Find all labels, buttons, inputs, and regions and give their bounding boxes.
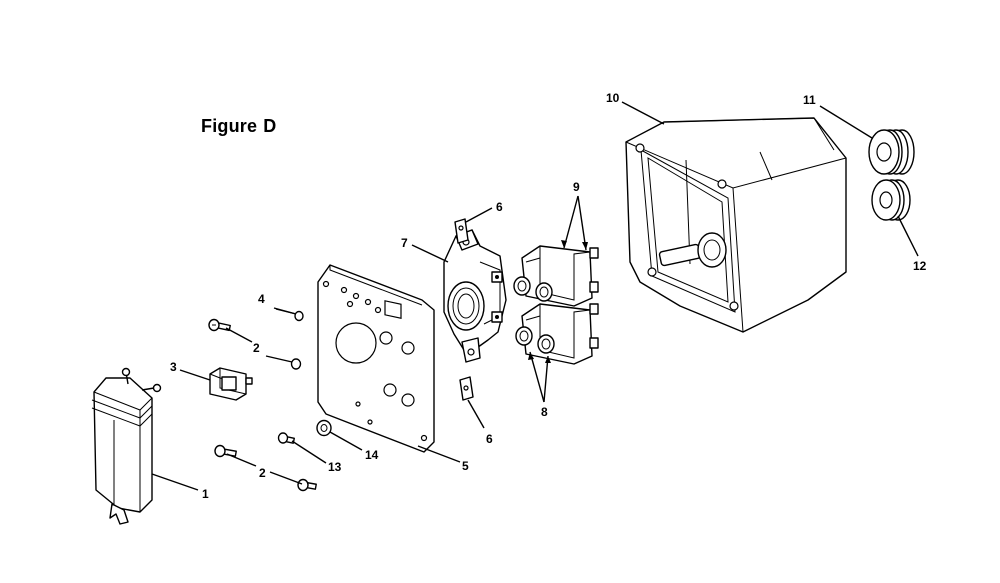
part-11-grommet — [868, 129, 915, 175]
callout-5: 5 — [462, 459, 469, 473]
part-6-tab-top — [454, 218, 469, 244]
part-9-switch-upper — [513, 245, 599, 307]
callout-2-lower: 2 — [259, 466, 266, 480]
part-13-screw — [277, 432, 295, 444]
part-2-screw-lower-right — [297, 478, 317, 492]
figure-title-letter: D — [263, 116, 277, 136]
callout-8: 8 — [541, 405, 548, 419]
part-12-grommet — [871, 179, 911, 221]
arrowheads — [528, 240, 588, 363]
part-2-screw-lower-left — [214, 444, 237, 458]
callout-1: 1 — [202, 487, 209, 501]
part-14-spacer — [316, 419, 332, 437]
part-6-tab-bottom — [459, 376, 474, 401]
callout-numbers: 1 2 2 3 4 5 6 6 7 8 9 10 11 12 13 14 — [170, 91, 927, 501]
part-2-screw-upper-right — [265, 355, 302, 370]
part-8-switch-lower — [515, 303, 599, 365]
part-7-receptacle — [443, 229, 507, 363]
callout-7: 7 — [401, 236, 408, 250]
callout-4: 4 — [258, 292, 265, 306]
figure-title-label: Figure — [201, 116, 258, 136]
callout-9: 9 — [573, 180, 580, 194]
callout-14: 14 — [365, 448, 379, 462]
part-5-mounting-plate — [317, 264, 435, 453]
part-3-rocker-switch — [209, 367, 253, 401]
part-2-screw-upper-left — [208, 318, 231, 332]
leader-lines — [151, 101, 919, 491]
part-1-cover — [91, 367, 162, 525]
callout-6-bottom: 6 — [486, 432, 493, 446]
callout-10: 10 — [606, 91, 620, 105]
part-10-housing — [625, 117, 847, 333]
callout-12: 12 — [913, 259, 927, 273]
callout-11: 11 — [803, 93, 816, 107]
callout-6-top: 6 — [496, 200, 503, 214]
callout-3: 3 — [170, 360, 177, 374]
callout-13: 13 — [328, 460, 342, 474]
part-4-screw — [273, 307, 304, 322]
callout-2-upper: 2 — [253, 341, 260, 355]
